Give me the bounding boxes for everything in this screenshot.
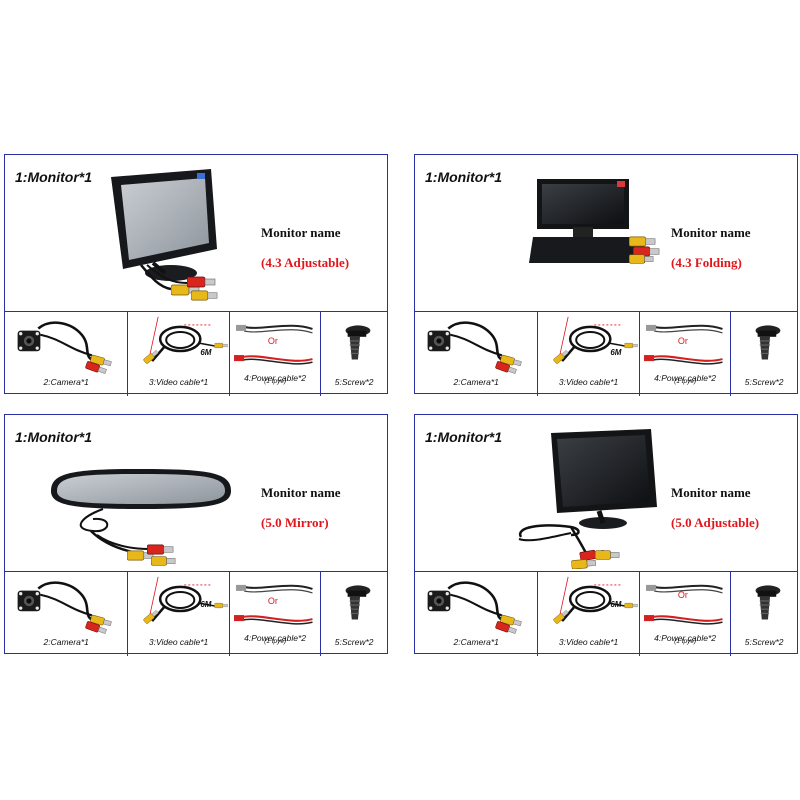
power-cable-cell: Or 4:Power cable*2 (1 tpye) <box>640 312 732 396</box>
video-cable-cell: 6M 3:Video cable*1 <box>128 572 230 656</box>
video-cable-image <box>128 572 228 634</box>
power-cable-cell: Or 4:Power cable*2 (1 tpye) <box>640 572 732 656</box>
camera-cell: 2:Camera*1 <box>415 572 539 656</box>
monitor-name-label: Monitor name <box>261 485 341 500</box>
power-cable-note: (1 tpye) <box>674 638 697 645</box>
screw-cell: 5:Screw*2 <box>731 572 797 656</box>
power-cable-note: (1 tpye) <box>674 378 697 385</box>
camera-label: 2:Camera*1 <box>453 376 499 387</box>
monitor-name-label: Monitor name <box>261 225 341 240</box>
screw-image <box>755 584 782 621</box>
monitor-type: (5.0 Adjustable) <box>671 515 760 530</box>
monitor-section: 1:Monitor*1 Monitor name (4.3 Adjustable… <box>5 155 387 311</box>
power-cable-note: (1 tpye) <box>264 378 287 385</box>
monitor-header: 1:Monitor*1 <box>15 169 92 185</box>
power-cable-cell: Or 4:Power cable*2 (1 tpye) <box>230 312 322 396</box>
monitor-type: (5.0 Mirror) <box>261 515 329 530</box>
product-panel-4-3-adjustable: 1:Monitor*1 Monitor name (4.3 Adjustable… <box>4 154 388 396</box>
monitor-header: 1:Monitor*1 <box>15 429 92 445</box>
accessories-row: 2:Camera*1 6M 3:Video cable*1 Or 4:Power… <box>415 571 797 656</box>
camera-cell: 2:Camera*1 <box>5 312 129 396</box>
camera-image <box>415 572 537 634</box>
power-cable-cell: Or 4:Power cable*2 (1 tpye) <box>230 572 322 656</box>
screw-cell: 5:Screw*2 <box>321 572 387 656</box>
power-cable-label: 4:Power cable*2 <box>654 632 717 643</box>
or-label: Or <box>267 336 278 346</box>
cable-length: 6M <box>610 348 622 357</box>
power-cable-label: 4:Power cable*2 <box>244 632 307 643</box>
accessories-row: 2:Camera*1 6M 3:Video cable*1 Or 4:Power… <box>5 311 387 396</box>
power-cable-image <box>642 583 724 625</box>
video-cable-cell: 6M 3:Video cable*1 <box>128 312 230 396</box>
cable-length: 6M <box>200 348 212 357</box>
power-cable-note: (1 tpye) <box>264 638 287 645</box>
camera-label: 2:Camera*1 <box>43 376 89 387</box>
screw-image <box>755 324 782 361</box>
monitor-name-label: Monitor name <box>671 485 751 500</box>
monitor-section: 1:Monitor*1 Monitor name (4.3 Folding) <box>415 155 797 311</box>
camera-cell: 2:Camera*1 <box>5 572 129 656</box>
camera-label: 2:Camera*1 <box>453 636 499 647</box>
camera-label: 2:Camera*1 <box>43 636 89 647</box>
monitor-type: (4.3 Folding) <box>671 255 742 270</box>
screw-image <box>345 324 372 361</box>
monitor-5-0-mirror-image <box>51 469 231 566</box>
or-label: Or <box>267 596 278 606</box>
screw-label: 5:Screw*2 <box>744 376 784 387</box>
screw-label: 5:Screw*2 <box>744 636 784 647</box>
video-cable-image <box>538 572 638 634</box>
screw-image <box>345 584 372 621</box>
camera-image <box>5 572 127 634</box>
monitor-section: 1:Monitor*1 Monitor name (5.0 Mirror) <box>5 415 387 571</box>
product-panel-4-3-folding: 1:Monitor*1 Monitor name (4.3 Folding) 2… <box>414 154 798 396</box>
video-cable-label: 3:Video cable*1 <box>558 376 619 387</box>
video-cable-label: 3:Video cable*1 <box>558 636 619 647</box>
monitor-type: (4.3 Adjustable) <box>261 255 350 270</box>
camera-cell: 2:Camera*1 <box>415 312 539 396</box>
power-cable-label: 4:Power cable*2 <box>654 372 717 383</box>
monitor-name-label: Monitor name <box>671 225 751 240</box>
video-cable-label: 3:Video cable*1 <box>148 636 209 647</box>
video-cable-image <box>538 312 638 374</box>
video-cable-cell: 6M 3:Video cable*1 <box>538 572 640 656</box>
accessories-row: 2:Camera*1 6M 3:Video cable*1 Or 4:Power… <box>415 311 797 396</box>
monitor-section: 1:Monitor*1 Monitor name (5.0 Adjustable… <box>415 415 797 571</box>
or-label: Or <box>677 336 688 346</box>
product-panel-5-0-mirror: 1:Monitor*1 Monitor name (5.0 Mirror) 2:… <box>4 414 388 656</box>
power-cable-label: 4:Power cable*2 <box>244 372 307 383</box>
monitor-header: 1:Monitor*1 <box>425 169 502 185</box>
video-cable-label: 3:Video cable*1 <box>148 376 209 387</box>
video-cable-image <box>128 312 228 374</box>
product-panel-5-0-adjustable: 1:Monitor*1 Monitor name (5.0 Adjustable… <box>414 414 798 656</box>
cable-length: 6M <box>610 600 622 609</box>
monitor-5-0-adjustable-image <box>518 429 657 569</box>
camera-image <box>5 312 127 374</box>
monitor-4-3-adjustable-image <box>111 169 218 301</box>
monitor-4-3-folding-image <box>529 179 660 264</box>
camera-image <box>415 312 537 374</box>
video-cable-cell: 6M 3:Video cable*1 <box>538 312 640 396</box>
screw-label: 5:Screw*2 <box>334 636 374 647</box>
or-label: Or <box>677 590 688 600</box>
screw-cell: 5:Screw*2 <box>731 312 797 396</box>
accessories-row: 2:Camera*1 6M 3:Video cable*1 Or 4:Power… <box>5 571 387 656</box>
screw-cell: 5:Screw*2 <box>321 312 387 396</box>
screw-label: 5:Screw*2 <box>334 376 374 387</box>
cable-length: 6M <box>200 600 212 609</box>
monitor-header: 1:Monitor*1 <box>425 429 502 445</box>
